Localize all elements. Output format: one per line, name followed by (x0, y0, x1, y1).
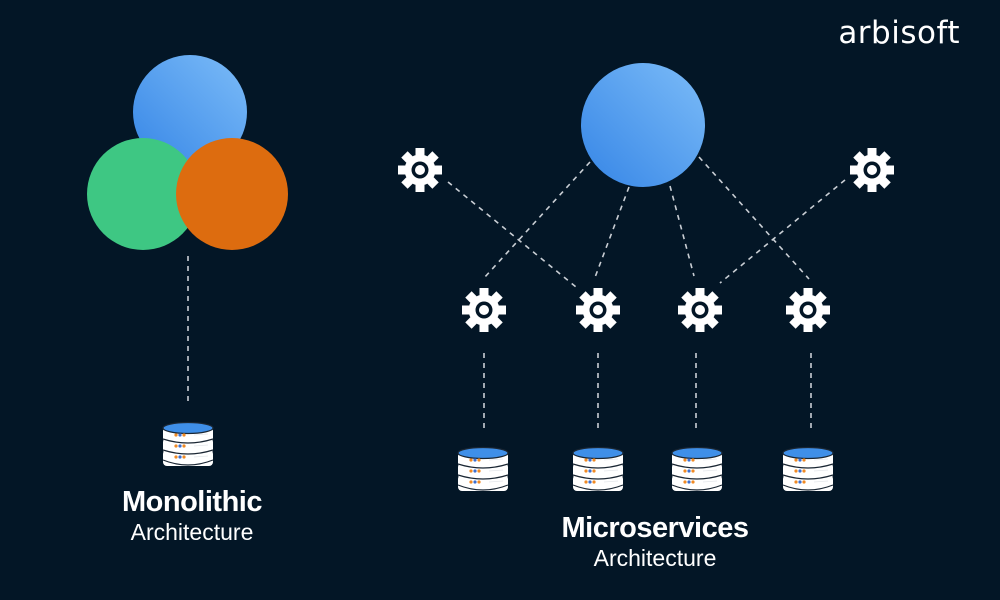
database-icon (782, 446, 834, 492)
gear-icon (786, 288, 830, 332)
hub-service4-connector (698, 156, 810, 280)
gear-icon (850, 148, 894, 192)
left-service-connector (447, 181, 577, 288)
database-icon (457, 446, 509, 492)
brand-logo: arbisoft (838, 15, 960, 51)
gear-icon (462, 288, 506, 332)
monolith-orange-module (176, 138, 288, 250)
database-icon (162, 421, 214, 467)
gear-icon (678, 288, 722, 332)
microservices-title: Microservices (561, 512, 749, 544)
monolithic-subtitle: Architecture (130, 519, 254, 545)
database-icon (572, 446, 624, 492)
microservices-hub (581, 63, 705, 187)
monolithic-label: Monolithic Architecture (92, 486, 292, 546)
microservices-label: Microservices Architecture (530, 512, 780, 572)
monolith-green-module (87, 138, 199, 250)
hub-service2-connector (593, 186, 630, 281)
microservices-subtitle: Architecture (593, 545, 717, 571)
gear-icon (576, 288, 620, 332)
right-service-connector (719, 179, 846, 284)
hub-service3-connector (669, 185, 695, 277)
monolithic-title: Monolithic (122, 486, 262, 518)
database-icon (671, 446, 723, 492)
gear-icon (398, 148, 442, 192)
connector-lines (187, 156, 846, 433)
hub-service1-connector (483, 161, 591, 279)
